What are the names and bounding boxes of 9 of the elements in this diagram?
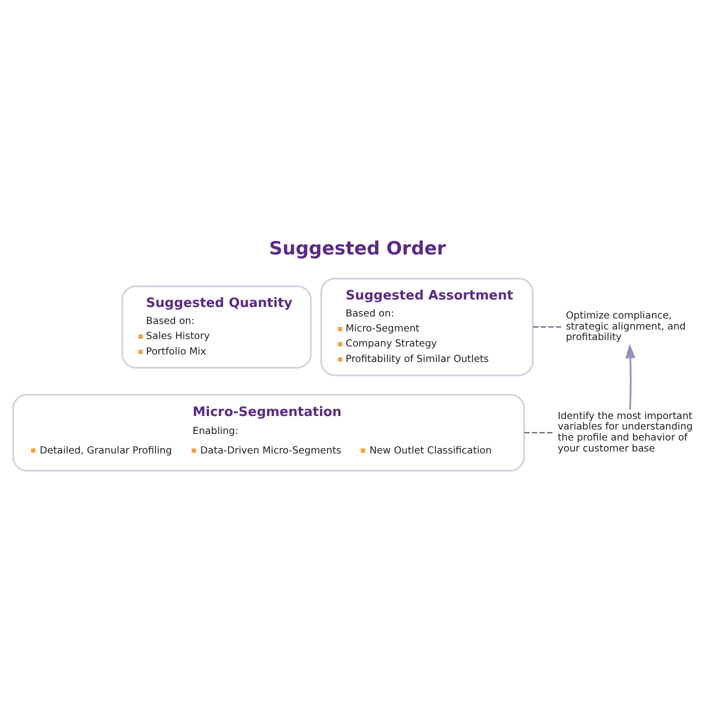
node-box: Micro-Segmentation Enabling: Detailed, Granular Profiling Data-Driven Micro-Segments New Outlet Classification — [12, 393, 525, 472]
arrow — [625, 343, 636, 410]
node-text: Identify the most important variables for understanding the profile and behavior of your customer base — [558, 410, 693, 454]
connector — [524, 432, 553, 433]
node-box: Suggested Quantity Based on: Sales History Portfolio Mix — [121, 284, 312, 368]
diagram-title: Suggested Order — [269, 238, 446, 259]
node-text: Optimize compliance, strategic alignment, and profitability — [566, 310, 686, 343]
node-box: Suggested Assortment Based on: Micro-Segment Company Strategy Profitability of Similar Outlets — [320, 277, 534, 376]
connector — [533, 326, 562, 328]
